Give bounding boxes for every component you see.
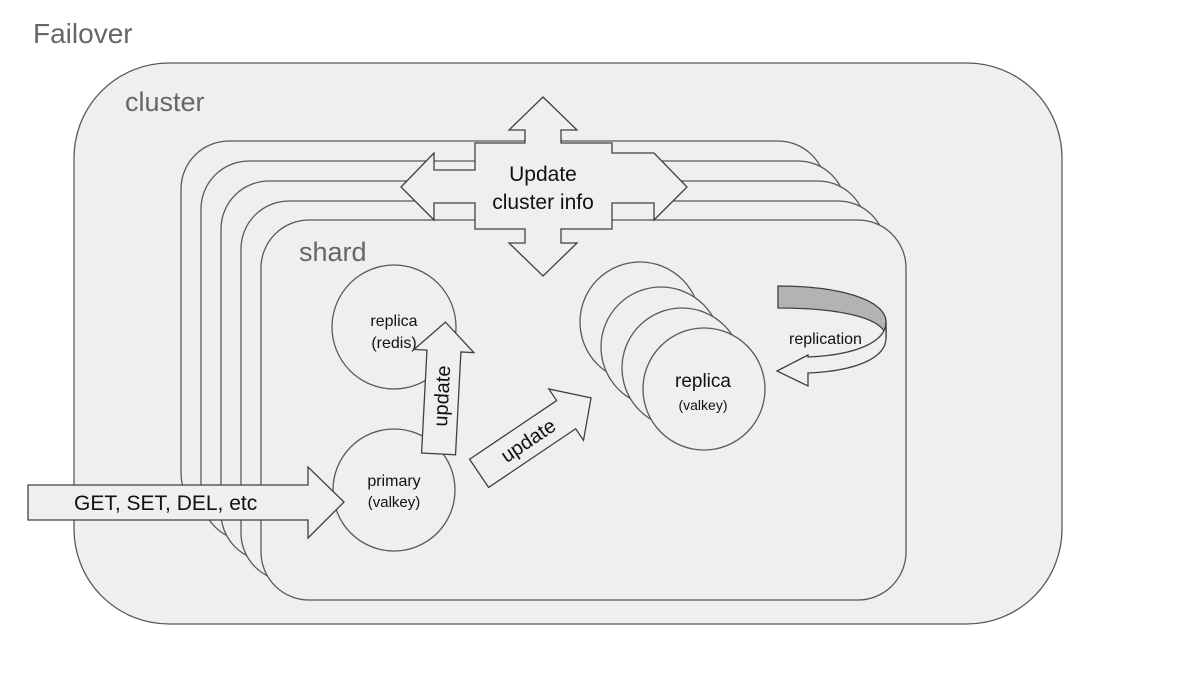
new-replica-engine: (valkey) xyxy=(678,397,727,413)
broadcast-label-line2: cluster info xyxy=(492,191,594,214)
replication-arrow xyxy=(775,285,887,388)
new-replica-stack xyxy=(579,261,766,451)
primary-engine: (valkey) xyxy=(368,494,421,511)
client-request-arrow xyxy=(27,465,345,540)
primary-node xyxy=(332,428,456,552)
update-up-label: update xyxy=(430,365,455,427)
replication-label: replication xyxy=(789,331,862,348)
broadcast-label-line1: Update xyxy=(509,163,577,186)
broadcast-arrow xyxy=(400,96,688,277)
client-request-label: GET, SET, DEL, etc xyxy=(74,492,257,515)
new-replica-node xyxy=(642,327,766,451)
old-replica-name: replica xyxy=(370,313,417,330)
primary-name: primary xyxy=(367,473,420,490)
old-replica-node xyxy=(331,264,457,390)
new-replica-name: replica xyxy=(675,371,731,392)
cluster-label: cluster xyxy=(125,87,205,117)
update-up-arrow: update xyxy=(412,321,476,456)
shard-label: shard xyxy=(299,237,367,267)
old-replica-engine: (redis) xyxy=(371,335,416,352)
replication-band-front xyxy=(775,321,887,388)
page-title: Failover xyxy=(33,18,133,49)
